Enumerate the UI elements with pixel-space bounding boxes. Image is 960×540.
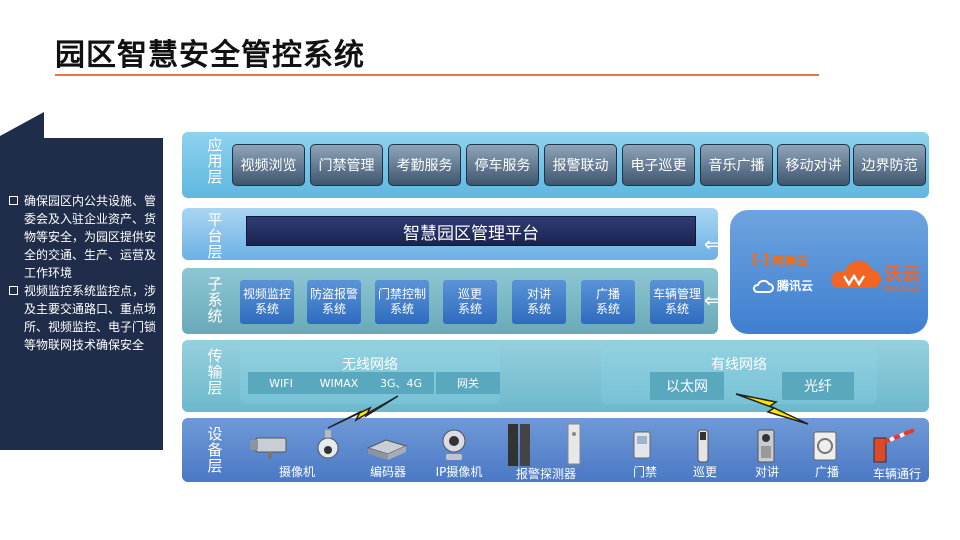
app-mobile-intercom[interactable]: 移动对讲: [777, 144, 850, 186]
note-item: 确保园区内公共设施、管委会及入驻企业资产、货物等安全，为园区提供安全的交通、生产…: [8, 192, 158, 282]
page-title: 园区智慧安全管控系统: [55, 38, 365, 73]
app-music-broadcast[interactable]: 音乐广播: [700, 144, 773, 186]
subsystem-access-control[interactable]: 门禁控制系统: [375, 280, 429, 324]
title-underline: [55, 74, 819, 76]
layer-label-app: 应用层: [207, 136, 223, 186]
device-layer-band: [182, 418, 929, 482]
wireless-signal-bolt-icon: [327, 395, 399, 429]
note-list: 确保园区内公共设施、管委会及入驻企业资产、货物等安全，为园区提供安全的交通、生产…: [8, 192, 158, 354]
subsystem-line: 巡更: [457, 287, 482, 301]
note-text: 确保园区内公共设施、管委会及入驻企业资产、货物等安全，为园区提供安全的交通、生产…: [24, 194, 157, 280]
camera-icon: [250, 437, 287, 459]
alarm-detector-icon: [508, 423, 581, 466]
note-text: 视频监控系统监控点，涉及主要交通路口、重点场所、视频监控、电子门锁等物联网技术确…: [24, 284, 157, 352]
wireless-tag: WIMAX: [308, 372, 370, 394]
device-label-door-access: 门禁: [632, 465, 657, 479]
subsystem-patrol[interactable]: 巡更系统: [443, 280, 497, 324]
woyun-en-label: WoCloud: [884, 284, 920, 293]
subsystem-anti-theft[interactable]: 防盗报警系统: [307, 280, 361, 324]
app-parking[interactable]: 停车服务: [466, 144, 539, 186]
device-label-intercom: 对讲: [754, 465, 779, 479]
subsystem-line: 对讲: [526, 287, 551, 301]
woyun-label: 沃云: [884, 264, 920, 285]
double-arrow-icon: ⟺: [704, 288, 733, 312]
wired-signal-bolt-icon: [735, 393, 809, 425]
aliyun-icon: [-]: [752, 253, 770, 268]
aliyun-label: 阿里云: [772, 254, 809, 268]
subsystem-video[interactable]: 视频监控系统: [240, 280, 294, 324]
app-access-management[interactable]: 门禁管理: [310, 144, 383, 186]
subsystem-vehicle[interactable]: 车辆管理系统: [650, 280, 704, 324]
ip-camera-icon: [442, 429, 466, 460]
device-label-alarm-detector: 报警探测器: [515, 467, 576, 481]
tencent-cloud-icon: [753, 279, 774, 293]
bullet-square-icon: [9, 196, 18, 205]
wired-tag-fiber: 光纤: [782, 372, 854, 400]
subsystem-line: 防盗报警: [309, 287, 358, 301]
vehicle-gate-icon: [873, 428, 915, 463]
app-e-patrol[interactable]: 电子巡更: [622, 144, 695, 186]
layer-label-device: 设备层: [207, 425, 223, 475]
wireless-tag: WIFI: [248, 372, 314, 394]
subsystem-line: 系统: [389, 302, 414, 316]
note-panel: [0, 112, 163, 450]
subsystem-broadcast[interactable]: 广播系统: [581, 280, 635, 324]
subsystem-line: 系统: [595, 302, 620, 316]
layer-label-subsystem: 子系统: [207, 275, 223, 325]
wireless-network-title: 无线网络: [342, 357, 398, 373]
device-label-ip-camera: IP摄像机: [435, 465, 483, 479]
broadcast-icon: [813, 431, 837, 461]
layer-label-transport: 传输层: [207, 347, 223, 397]
wired-tag-ethernet: 以太网: [650, 372, 724, 400]
wireless-tag: 网关: [436, 372, 500, 394]
encoder-icon: [366, 439, 408, 460]
patrol-icon: [697, 429, 709, 463]
double-arrow-icon: ⟺: [704, 232, 733, 256]
subsystem-line: 广播: [595, 287, 620, 301]
woyun-logo: [828, 254, 882, 296]
subsystem-line: 门禁控制: [377, 287, 426, 301]
wireless-tag: 3G、4G: [368, 372, 434, 394]
subsystem-line: 车辆管理: [652, 287, 701, 301]
device-label-camera: 摄像机: [278, 465, 315, 479]
subsystem-line: 系统: [321, 302, 346, 316]
door-access-icon: [633, 431, 651, 459]
subsystem-line: 系统: [457, 302, 482, 316]
tencent-logo: 腾讯云: [752, 277, 827, 294]
platform-bar[interactable]: 智慧园区管理平台: [246, 216, 696, 246]
app-perimeter-defense[interactable]: 边界防范: [853, 144, 926, 186]
subsystem-line: 系统: [664, 302, 689, 316]
dome-camera-icon: [317, 430, 339, 459]
wired-network-title: 有线网络: [711, 357, 767, 373]
app-attendance[interactable]: 考勤服务: [388, 144, 461, 186]
tencent-label: 腾讯云: [777, 279, 814, 293]
device-label-vehicle-gate: 车辆通行: [872, 467, 921, 481]
note-item: 视频监控系统监控点，涉及主要交通路口、重点场所、视频监控、电子门锁等物联网技术确…: [8, 282, 158, 354]
app-video-browse[interactable]: 视频浏览: [232, 144, 305, 186]
app-alarm-linkage[interactable]: 报警联动: [544, 144, 617, 186]
subsystem-line: 系统: [254, 302, 279, 316]
cloud-providers-box: [730, 210, 928, 334]
intercom-icon: [757, 429, 775, 463]
device-label-broadcast: 广播: [814, 465, 839, 479]
bullet-square-icon: [9, 286, 18, 295]
subsystem-intercom[interactable]: 对讲系统: [512, 280, 566, 324]
subsystem-line: 视频监控: [242, 287, 291, 301]
woyun-cloud-icon: [831, 260, 881, 288]
aliyun-logo: [-] 阿里云: [752, 252, 822, 269]
subsystem-line: 系统: [526, 302, 551, 316]
layer-label-platform: 平台层: [207, 211, 223, 261]
device-label-encoder: 编码器: [369, 465, 406, 479]
device-label-patrol: 巡更: [692, 465, 717, 479]
